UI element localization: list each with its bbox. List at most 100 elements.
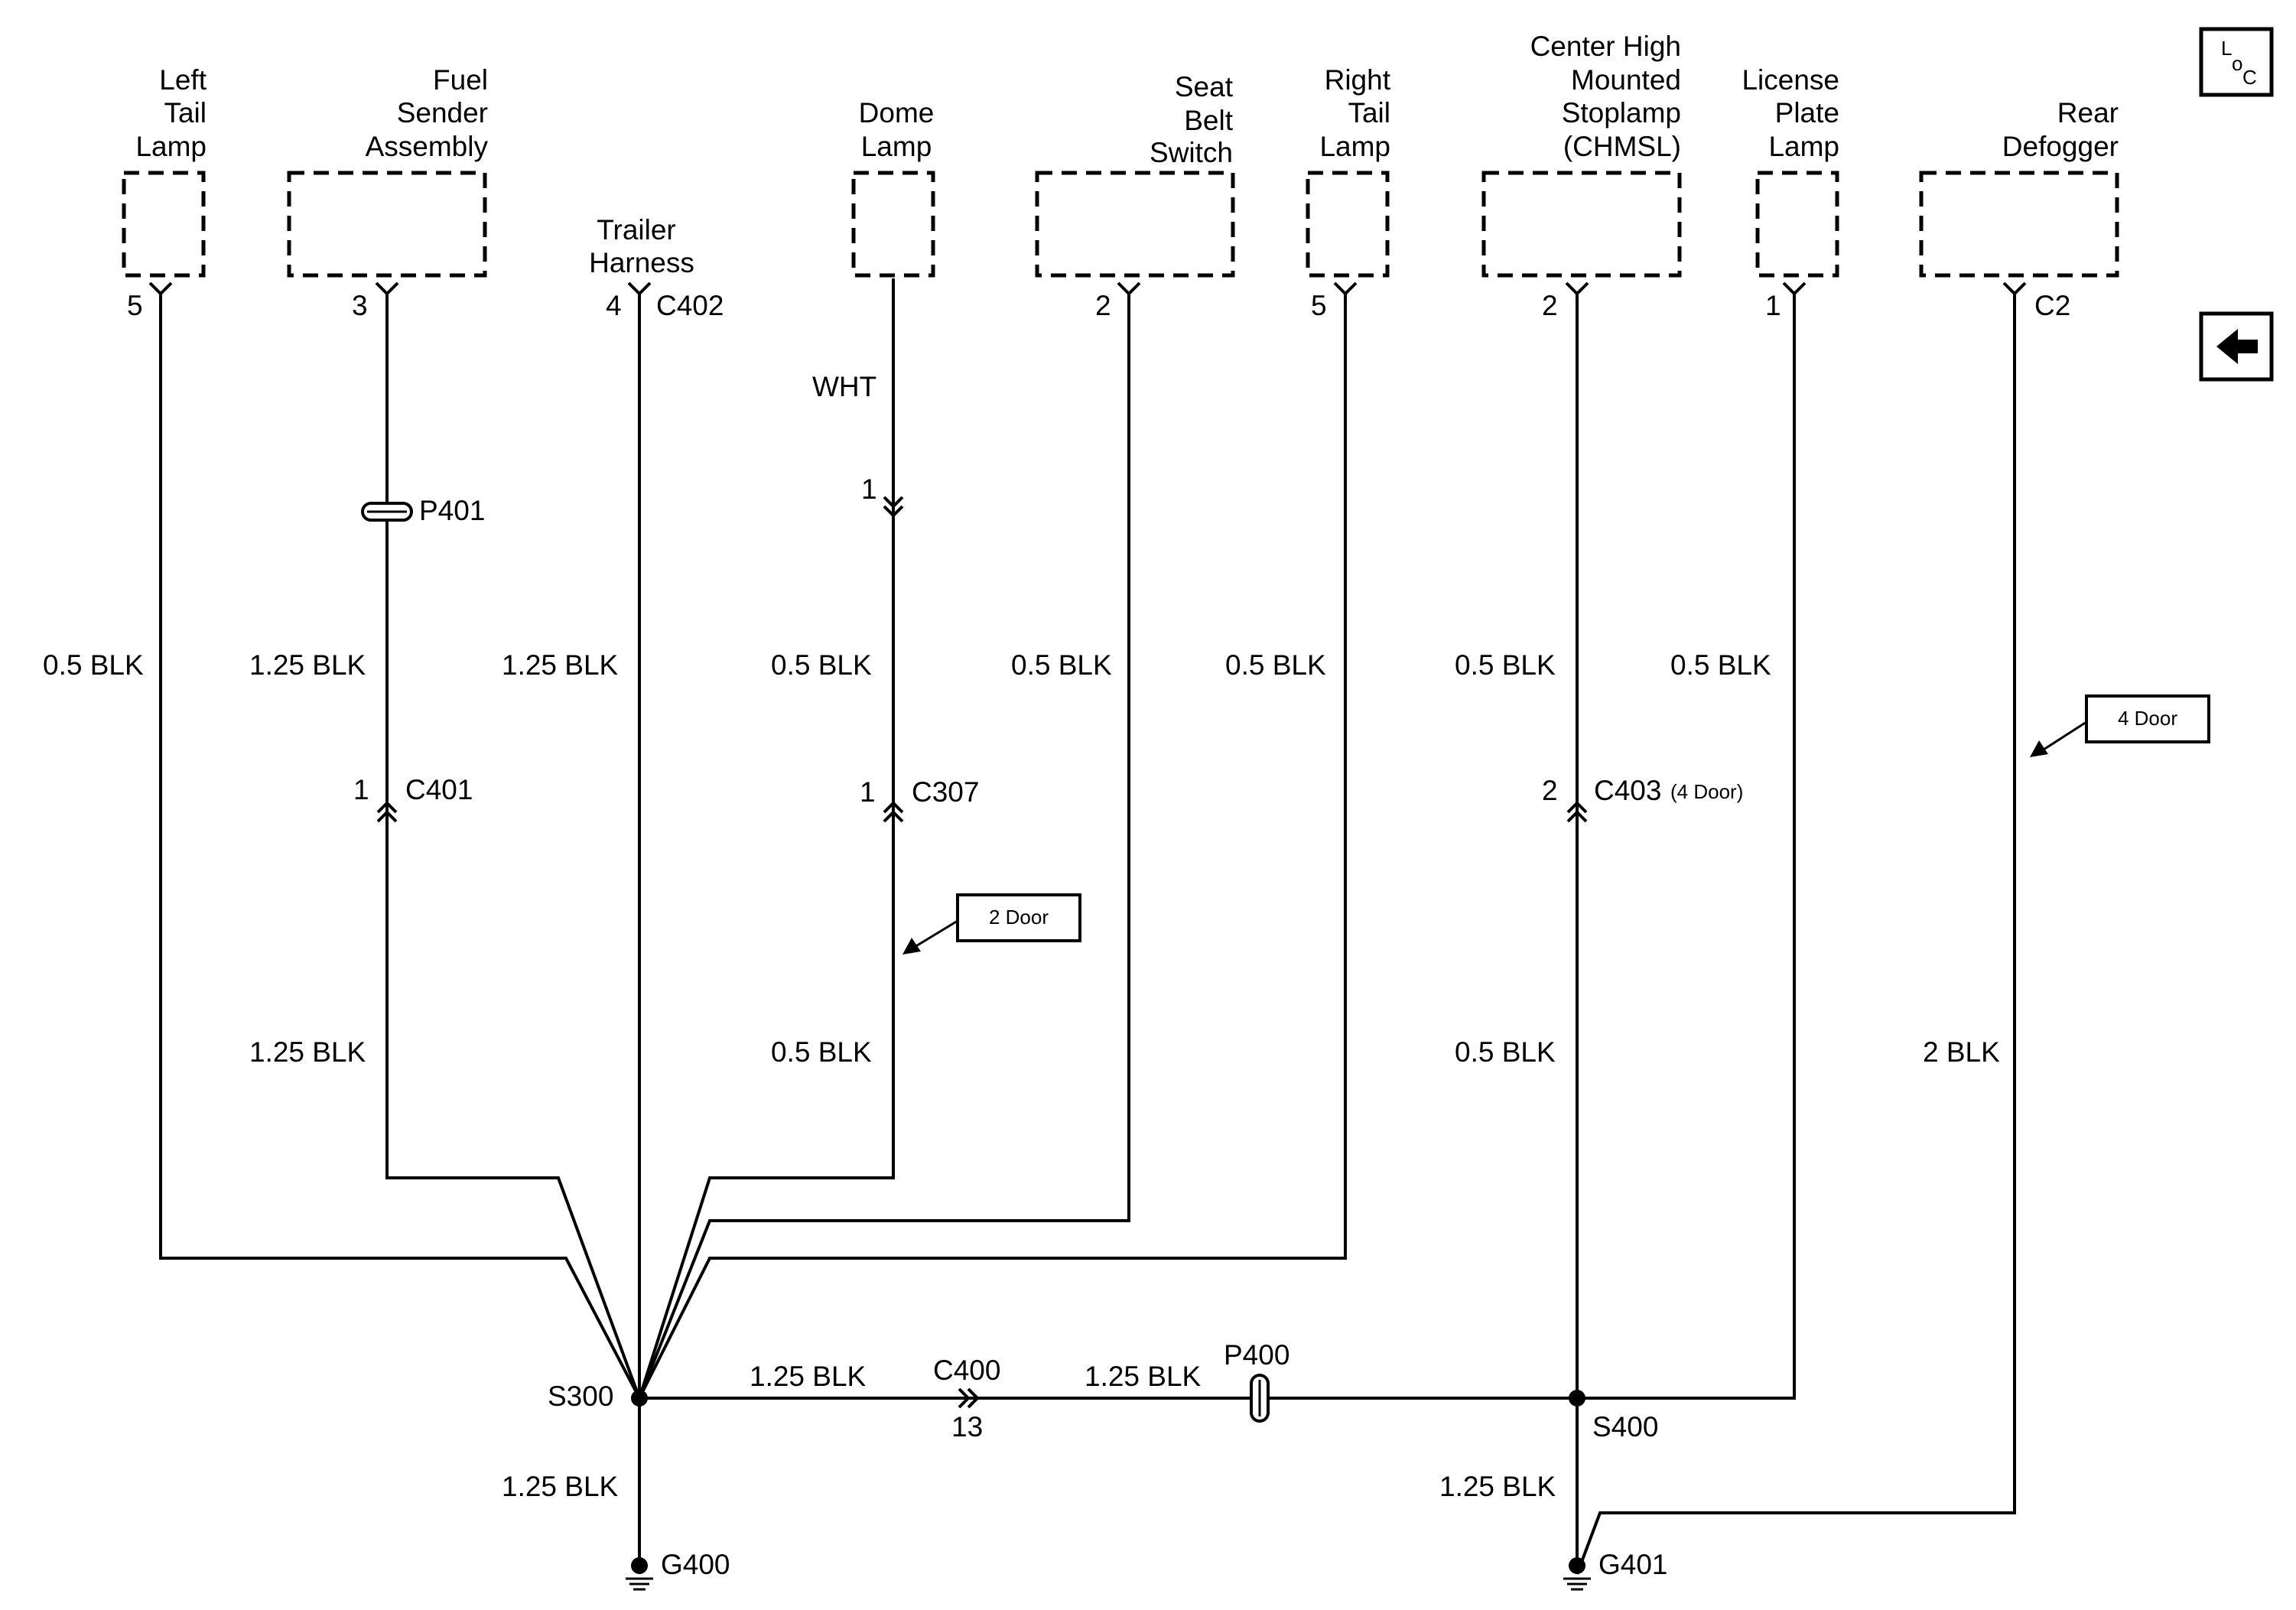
c403-connector: [1566, 801, 1588, 823]
p400-label: P400: [1224, 1339, 1289, 1371]
defogger-wire-label: 2 BLK: [1923, 1036, 2000, 1068]
chmsl-label: Center High Mounted Stoplamp (CHMSL): [1530, 31, 1681, 162]
svg-text:(CHMSL): (CHMSL): [1563, 131, 1681, 162]
fuel-sender-assembly-label: Fuel Sender Assembly: [366, 64, 489, 162]
loc-icon[interactable]: L C o: [2199, 27, 2274, 97]
fuel-upper-wire-label: 1.25 BLK: [249, 649, 366, 681]
svg-text:o: o: [2232, 52, 2242, 75]
terminal-symbols: [148, 281, 2027, 296]
right-tail-lamp-label: Right Tail Lamp: [1319, 64, 1390, 162]
chmsl-upper-wire-label: 0.5 BLK: [1455, 649, 1556, 681]
chmsl-box: [1481, 171, 1682, 278]
svg-text:Lamp: Lamp: [861, 131, 932, 162]
svg-text:Stoplamp: Stoplamp: [1562, 97, 1681, 128]
c401-connector: [376, 801, 398, 823]
p400-pass-through: [1250, 1374, 1270, 1423]
seat-belt-switch-box: [1035, 171, 1235, 278]
license-plate-lamp-box: [1755, 171, 1839, 278]
svg-text:Switch: Switch: [1150, 137, 1233, 168]
s300-c400-wire-label: 1.25 BLK: [750, 1361, 867, 1392]
license-wire-label: 0.5 BLK: [1670, 649, 1771, 681]
svg-text:Dome: Dome: [859, 97, 935, 128]
c400-pin: 13: [951, 1411, 983, 1442]
fuel-sender-pin: 3: [352, 290, 368, 321]
rear-defogger-label: Rear Defogger: [2002, 97, 2119, 162]
s400-label: S400: [1592, 1411, 1658, 1442]
c403-pin: 2: [1542, 775, 1558, 806]
svg-text:Defogger: Defogger: [2002, 131, 2119, 162]
s300-label: S300: [548, 1381, 613, 1412]
svg-text:4 Door: 4 Door: [2118, 707, 2177, 730]
seat-belt-wire: [638, 294, 1130, 1399]
four-door-note: 4 Door: [2030, 694, 2210, 757]
chmsl-lower-wire-label: 0.5 BLK: [1455, 1036, 1556, 1068]
rear-defogger-box: [1919, 171, 2119, 278]
back-arrow-icon[interactable]: [2199, 311, 2274, 382]
svg-text:L: L: [2221, 37, 2232, 60]
g400-label: G400: [661, 1549, 730, 1580]
c400-p400-wire-label: 1.25 BLK: [1085, 1361, 1202, 1392]
right-tail-lamp-box: [1306, 171, 1390, 278]
left-tail-lamp-box: [122, 171, 206, 278]
trailer-pin: 4: [606, 290, 622, 321]
svg-text:Fuel: Fuel: [433, 64, 488, 96]
dome-lamp-box: [851, 171, 935, 278]
svg-text:C: C: [2242, 66, 2257, 89]
c403-note: (4 Door): [1670, 780, 1743, 803]
c401-label: C401: [405, 774, 473, 805]
right-tail-wire-label: 0.5 BLK: [1225, 649, 1326, 681]
svg-text:License: License: [1742, 64, 1839, 96]
seat-belt-switch-label: Seat Belt Switch: [1150, 71, 1234, 168]
s400-splice: [1569, 1390, 1585, 1407]
trailer-harness-label: Trailer Harness: [589, 214, 694, 278]
license-plate-lamp-label: License Plate Lamp: [1742, 64, 1839, 162]
svg-text:Trailer: Trailer: [597, 214, 675, 246]
license-wire: [1577, 294, 1796, 1400]
dome-inline-pin: 1: [861, 473, 877, 505]
left-tail-wire-label: 0.5 BLK: [43, 649, 144, 681]
g401-ground-symbol: [1563, 1557, 1591, 1591]
c401-pin: 1: [353, 774, 369, 805]
wires: [159, 278, 2016, 1575]
c402-label: C402: [656, 290, 724, 321]
c307-pin: 1: [860, 776, 876, 808]
s300-splice: [631, 1390, 648, 1407]
svg-text:Center High: Center High: [1530, 31, 1681, 62]
c403-label: C403: [1594, 775, 1661, 806]
svg-text:2 Door: 2 Door: [989, 906, 1049, 929]
p401-label: P401: [419, 495, 485, 526]
right-tail-wire: [638, 294, 1347, 1399]
connector-labels: C402 C2 P401 C401 C307 C403 (4 Door) C40…: [405, 290, 2070, 1386]
svg-text:Belt: Belt: [1184, 105, 1233, 136]
fuel-sender-wire: [385, 294, 641, 1399]
trailer-wire-label: 1.25 BLK: [502, 649, 619, 681]
c307-connector: [883, 801, 904, 823]
svg-text:Sender: Sender: [397, 97, 488, 128]
svg-text:Tail: Tail: [1348, 97, 1390, 128]
g401-label: G401: [1598, 1549, 1668, 1580]
svg-text:Plate: Plate: [1775, 97, 1839, 128]
svg-text:Assembly: Assembly: [366, 131, 489, 162]
left-tail-wire: [159, 294, 641, 1399]
fuel-sender-box: [287, 171, 487, 278]
s300-g400-wire-label: 1.25 BLK: [502, 1471, 619, 1502]
fuel-lower-wire-label: 1.25 BLK: [249, 1036, 366, 1068]
chmsl-pin: 2: [1542, 290, 1558, 321]
left-tail-lamp-label: Left Tail Lamp: [135, 64, 207, 162]
svg-text:Harness: Harness: [589, 247, 694, 278]
license-pin: 1: [1765, 290, 1781, 321]
svg-text:Tail: Tail: [164, 97, 207, 128]
dome-inline-connector: [883, 496, 904, 518]
dome-upper-wire-label: 0.5 BLK: [771, 649, 872, 681]
svg-text:Mounted: Mounted: [1571, 64, 1681, 96]
svg-text:Left: Left: [159, 64, 207, 96]
svg-text:Lamp: Lamp: [135, 131, 207, 162]
svg-text:Right: Right: [1325, 64, 1391, 96]
seat-belt-wire-label: 0.5 BLK: [1011, 649, 1112, 681]
defogger-wire: [1576, 294, 2016, 1575]
dome-lower-wire-label: 0.5 BLK: [771, 1036, 872, 1068]
wire-labels: 0.5 BLK 1.25 BLK 1.25 BLK 1.25 BLK WHT 0…: [43, 371, 2000, 1502]
c400-label: C400: [933, 1355, 1000, 1386]
svg-text:Lamp: Lamp: [1768, 131, 1839, 162]
